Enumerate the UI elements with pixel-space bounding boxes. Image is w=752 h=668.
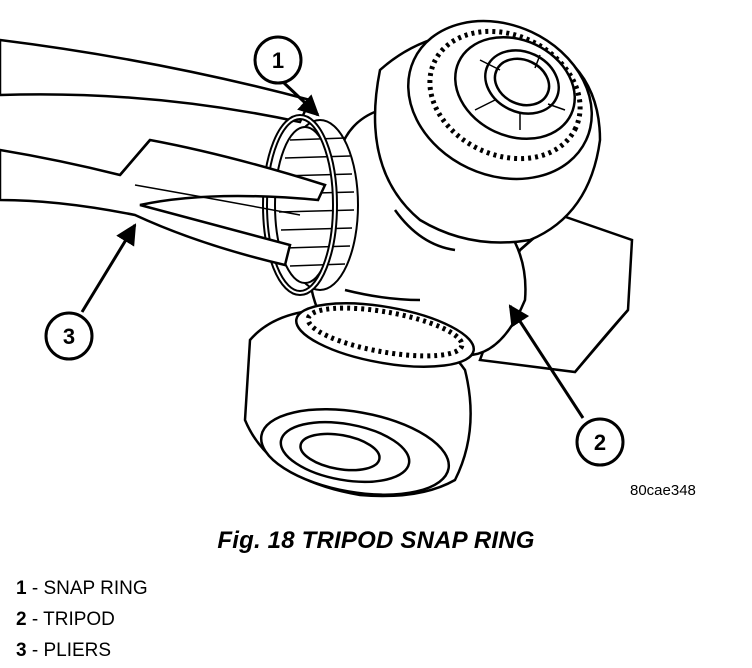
- legend-number: 3: [16, 640, 27, 661]
- callout-2-label: 2: [594, 430, 606, 455]
- legend-label: TRIPOD: [43, 609, 115, 630]
- legend-number: 1: [16, 578, 27, 599]
- pliers-lower-handle: [0, 138, 327, 267]
- figure-caption: Fig. 18 TRIPOD SNAP RING: [217, 527, 535, 554]
- callout-1: 1: [253, 35, 320, 117]
- legend-separator: -: [26, 578, 44, 599]
- figure-code: 80cae348: [630, 482, 696, 499]
- legend-label: SNAP RING: [43, 578, 148, 599]
- legend-item: 2 - TRIPOD: [16, 604, 148, 635]
- callout-2: 2: [508, 304, 625, 467]
- legend-separator: -: [26, 609, 44, 630]
- tripod-snap-ring-illustration: 1 3 2 80cae348: [0, 19, 696, 499]
- legend-item: 1 - SNAP RING: [16, 573, 148, 604]
- splined-hub: [274, 119, 359, 291]
- upper-roller: [373, 19, 602, 244]
- lower-roller: [243, 302, 476, 498]
- callout-3-label: 3: [63, 324, 75, 349]
- legend-number: 2: [16, 609, 27, 630]
- pliers-upper-handle: [0, 38, 312, 124]
- legend-item: 3 - PLIERS: [16, 635, 148, 666]
- legend-separator: -: [26, 640, 44, 661]
- snap-ring: [262, 114, 338, 296]
- legend-label: PLIERS: [43, 640, 112, 661]
- callout-1-label: 1: [272, 48, 284, 73]
- legend-list: 1 - SNAP RING 2 - TRIPOD 3 - PLIERS: [16, 573, 148, 666]
- callout-3: 3: [44, 223, 137, 361]
